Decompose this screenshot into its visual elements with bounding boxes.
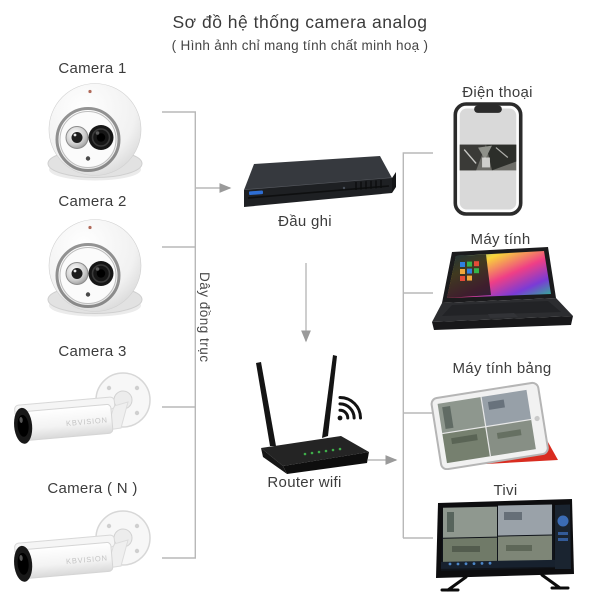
camera-2-label: Camera 2 bbox=[58, 193, 127, 210]
laptop-label: Máy tính bbox=[470, 231, 531, 248]
diagram-title: Sơ đồ hệ thống camera analog bbox=[172, 12, 428, 32]
tablet-illustration bbox=[430, 381, 558, 470]
laptop-start-menu-tiles bbox=[460, 261, 479, 281]
laptop-illustration bbox=[432, 247, 573, 330]
phone-screen-camera-feed bbox=[459, 144, 517, 171]
camera-2-dome-illustration bbox=[47, 219, 143, 317]
dvr-label: Đầu ghi bbox=[278, 213, 332, 230]
camera-n-bullet-illustration: KBVISION bbox=[14, 510, 151, 582]
camera-3-brand-text: KBVISION bbox=[66, 415, 108, 428]
router-label: Router wifi bbox=[267, 474, 342, 491]
wifi-signal-icon bbox=[338, 395, 363, 420]
camera-n-brand-text: KBVISION bbox=[66, 553, 108, 566]
camera-3-bullet-illustration: KBVISION bbox=[14, 372, 151, 444]
phone-illustration bbox=[453, 102, 523, 216]
tablet-label: Máy tính bảng bbox=[452, 360, 552, 377]
camera-1-dome-illustration bbox=[47, 83, 143, 181]
camera-n-label: Camera ( N ) bbox=[47, 480, 138, 497]
phone-label: Điện thoại bbox=[462, 84, 533, 101]
router-illustration bbox=[256, 355, 369, 474]
tv-stand-legs bbox=[440, 573, 570, 592]
camera-3-label: Camera 3 bbox=[58, 343, 127, 360]
dvr-illustration bbox=[243, 156, 396, 207]
camera-1-label: Camera 1 bbox=[58, 60, 127, 77]
tv-illustration bbox=[436, 499, 574, 592]
device-bus-line bbox=[402, 152, 433, 538]
tv-screen-camera-grid bbox=[441, 504, 571, 571]
coax-cable-label: Dây đồng trục bbox=[197, 272, 212, 363]
tv-label: Tivi bbox=[493, 482, 518, 499]
diagram-subtitle: ( Hình ảnh chỉ mang tính chất minh hoạ ) bbox=[171, 38, 429, 53]
tablet-screen-camera-grid bbox=[437, 389, 536, 464]
